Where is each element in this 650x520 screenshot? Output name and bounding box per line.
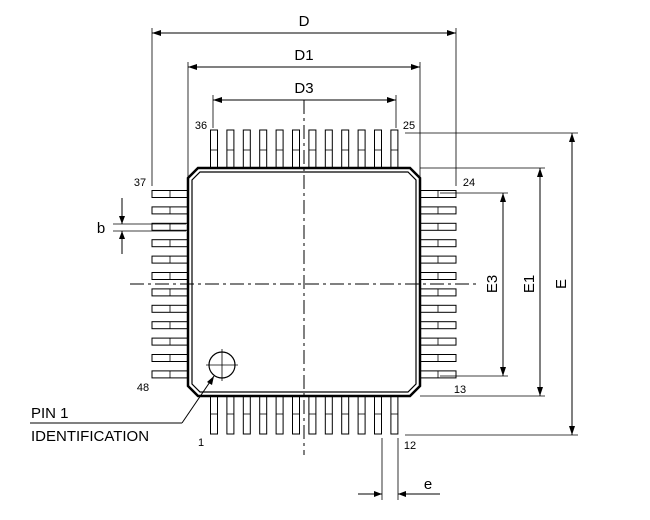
lead-top-25 (390, 129, 399, 169)
lead-top-32 (275, 129, 284, 169)
lead-top-26 (374, 129, 382, 169)
lead-bottom-12 (390, 395, 399, 435)
package-body-inner-edge (191, 171, 417, 393)
pin-label-48: 48 (137, 382, 149, 394)
lead-bottom-11 (374, 395, 382, 435)
lead-top-31 (292, 129, 300, 169)
pin1-note-line1: PIN 1 (31, 405, 69, 422)
lead-top-28 (341, 129, 350, 169)
dimension-label-D3: D3 (294, 80, 313, 97)
lead-bottom-8 (324, 395, 333, 435)
dimension-label-D: D (299, 13, 310, 30)
dimension-label-b: b (97, 220, 105, 237)
lead-bottom-1 (210, 395, 218, 435)
dimension-label-e: e (424, 476, 432, 493)
pin-label-25: 25 (403, 120, 415, 132)
dimension-E: E (405, 132, 578, 436)
lead-top-30 (308, 129, 317, 169)
dimension-label-E: E (553, 279, 570, 289)
lead-bottom-2 (226, 395, 235, 435)
pin1-identification-callout: PIN 1 IDENTIFICATION (30, 375, 215, 445)
dimension-b: b (97, 198, 186, 254)
dimension-label-E3: E3 (484, 275, 501, 293)
pin1-note-line2: IDENTIFICATION (31, 428, 149, 445)
lead-bottom-5 (275, 395, 284, 435)
pin-label-13: 13 (454, 384, 466, 396)
pin-label-1: 1 (198, 437, 204, 449)
lead-bottom-3 (242, 395, 251, 435)
dimension-label-D1: D1 (294, 47, 313, 64)
lead-top-27 (357, 129, 366, 169)
pin-label-12: 12 (404, 440, 416, 452)
pin-label-36: 36 (195, 120, 207, 132)
lead-bottom-7 (308, 395, 317, 435)
dimension-label-E1: E1 (521, 275, 538, 293)
pin-label-24: 24 (463, 177, 475, 189)
dimension-D3: D3 (212, 80, 397, 128)
lead-top-34 (242, 129, 251, 169)
lead-bottom-6 (292, 395, 300, 435)
pin-label-37: 37 (134, 177, 146, 189)
lead-top-29 (324, 129, 333, 169)
lead-bottom-9 (341, 395, 350, 435)
dimension-E1: E1 (420, 167, 545, 397)
lead-top-33 (259, 129, 268, 169)
lead-bottom-4 (259, 395, 268, 435)
dimension-D: D (151, 13, 457, 186)
dimension-E3: E3 (440, 192, 508, 377)
dimension-e: e (358, 438, 440, 500)
lead-top-35 (226, 129, 235, 169)
dimension-D1: D1 (187, 47, 421, 178)
lead-bottom-10 (357, 395, 366, 435)
lead-top-36 (210, 129, 218, 169)
